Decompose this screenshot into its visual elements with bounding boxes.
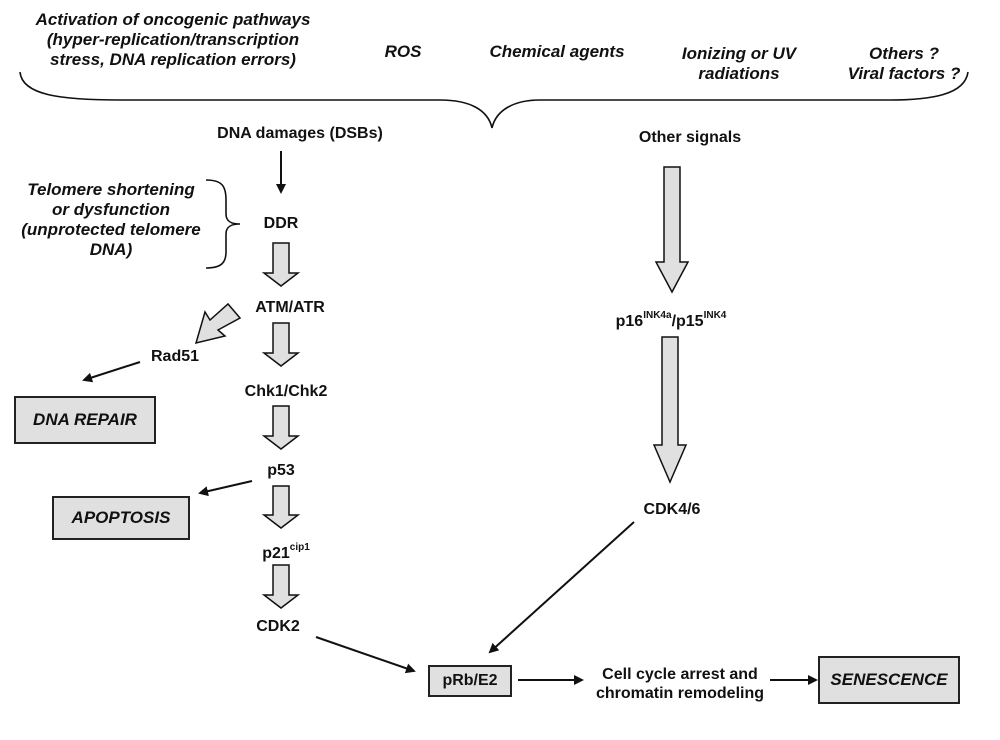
telomere-note: Telomere shortening or dysfunction (unpr… (16, 180, 206, 260)
telomere-line4: DNA) (89, 240, 133, 259)
node-prb-e2: pRb/E2 (428, 665, 512, 697)
block-arrow-chk-to-p53 (261, 405, 301, 450)
stressor-oncogenic: Activation of oncogenic pathways (hyper-… (28, 10, 318, 70)
node-arrest: Cell cycle arrest and chromatin remodeli… (590, 665, 770, 703)
stressor-radiation-line2: radiations (698, 64, 780, 83)
p16-base: p16 (615, 313, 644, 330)
outcome-apoptosis: APOPTOSIS (52, 496, 190, 540)
telomere-brace (205, 179, 241, 269)
stressor-oncogenic-line1: Activation of oncogenic pathways (35, 10, 311, 29)
p21-sup: cip1 (289, 542, 310, 553)
block-arrow-signals-to-p16 (654, 166, 690, 294)
node-dna-damage: DNA damages (DSBs) (217, 125, 383, 142)
block-arrow-p21-to-cdk2 (261, 564, 301, 609)
arrest-line2: chromatin remodeling (595, 685, 765, 702)
node-p53: p53 (267, 462, 295, 479)
outcome-senescence: SENESCENCE (818, 656, 960, 704)
arrow-p53-to-apoptosis (198, 480, 253, 497)
stressor-oncogenic-line2: (hyper-replication/transcription (46, 30, 300, 49)
stressor-ros: ROS (384, 42, 422, 61)
stressor-others: Others ? Viral factors ? (840, 44, 968, 84)
stressor-chemical: Chemical agents (489, 42, 625, 61)
node-atm-atr: ATM/ATR (255, 299, 325, 316)
telomere-line1: Telomere shortening (27, 180, 195, 199)
outcome-dna-repair: DNA REPAIR (14, 396, 156, 444)
block-arrow-ddr-to-atm (261, 242, 301, 287)
node-cdk46: CDK4/6 (643, 501, 701, 518)
node-p21: p21cip1 (246, 538, 326, 563)
arrest-line1: Cell cycle arrest and (602, 666, 758, 683)
p15-sup: INK4 (703, 310, 727, 321)
node-ddr: DDR (263, 215, 299, 232)
telomere-line2: or dysfunction (51, 200, 171, 219)
arrow-cdk46-to-prb (488, 521, 635, 654)
block-arrow-p16-to-cdk46 (652, 336, 688, 484)
stressor-oncogenic-line3: stress, DNA replication errors) (50, 50, 296, 69)
block-arrow-atm-to-rad51 (194, 302, 242, 345)
node-p16-p15: p16INK4a/p15INK4 (586, 306, 756, 331)
stressor-others-line1: Others ? (869, 44, 939, 63)
stressor-radiation: Ionizing or UV radiations (676, 44, 802, 84)
node-cdk2: CDK2 (256, 618, 300, 635)
arrow-cdk2-to-prb (315, 636, 416, 674)
p16-sup: INK4a (643, 310, 672, 321)
node-other-signals: Other signals (638, 129, 742, 146)
p21-base: p21 (262, 545, 290, 562)
stressors-brace (19, 71, 969, 129)
node-chk: Chk1/Chk2 (244, 383, 328, 400)
stressor-others-line2: Viral factors ? (847, 64, 961, 83)
block-arrow-p53-to-p21 (261, 485, 301, 529)
block-arrow-atm-to-chk (261, 322, 301, 367)
node-rad51: Rad51 (150, 348, 200, 365)
p15-base: /p15 (671, 313, 704, 330)
telomere-line3: (unprotected telomere (21, 220, 201, 239)
stressor-radiation-line1: Ionizing or UV (681, 44, 797, 63)
arrow-rad51-to-repair (82, 361, 141, 383)
